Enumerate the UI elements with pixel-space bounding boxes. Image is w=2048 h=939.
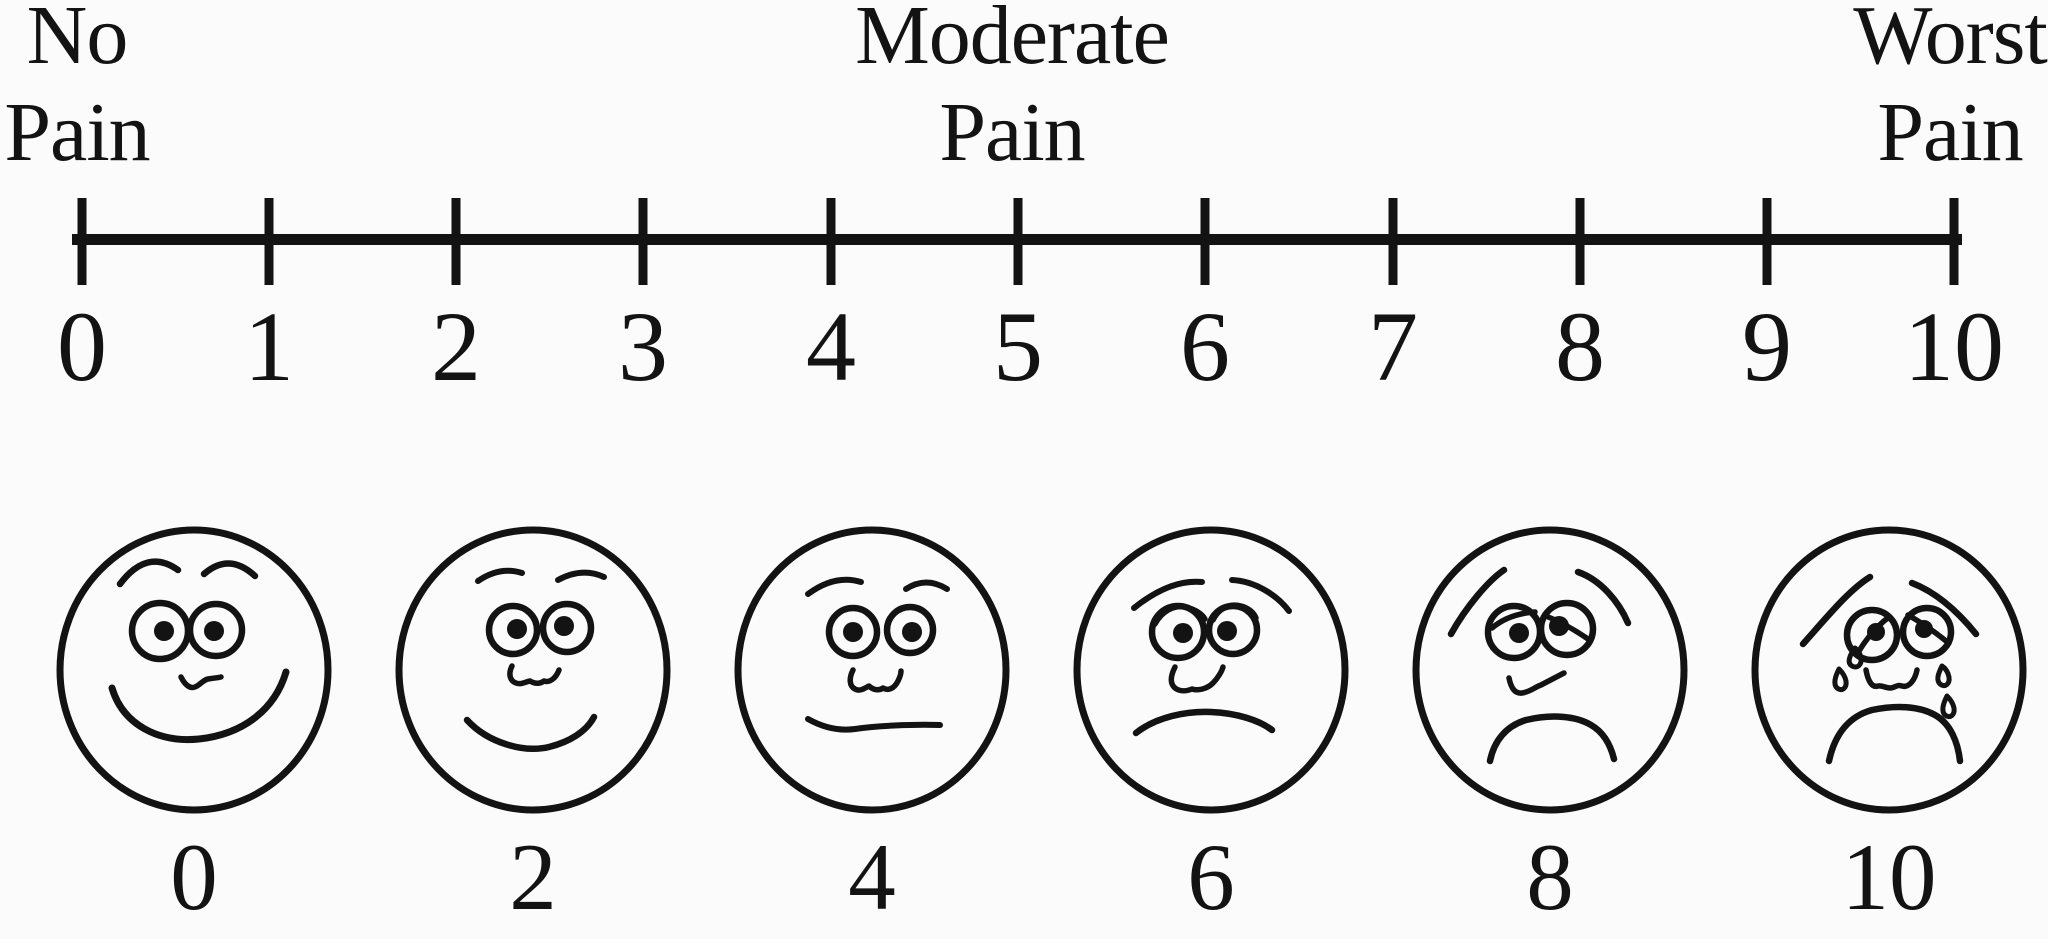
face-10-crying-icon [1751,526,2027,814]
tick-label-7: 7 [1368,291,1418,402]
face-4 [722,520,1022,820]
face-8 [1400,520,1700,820]
tick-label-3: 3 [618,291,668,402]
tick-9 [1762,198,1772,285]
face-0 [44,520,344,820]
face-6-worried-frown-icon [1073,526,1349,814]
face-8-deep-frown-icon [1412,526,1688,814]
tick-4 [826,198,836,285]
anchor-no-pain: No Pain [4,0,150,181]
face-label-10: 10 [1841,824,1937,930]
anchor-worst-pain: Worst Pain [1853,0,2048,181]
face-2 [383,520,683,820]
tick-label-5: 5 [993,291,1043,402]
face-label-0: 0 [170,824,218,930]
tick-7 [1388,198,1398,285]
face-10 [1739,520,2039,820]
tick-5 [1013,198,1023,285]
face-label-2: 2 [509,824,557,930]
tick-label-8: 8 [1555,291,1605,402]
anchor-worst-pain-line1: Worst [1853,0,2048,82]
tick-8 [1575,198,1585,285]
tick-1 [264,198,274,285]
anchor-no-pain-line2: Pain [4,86,150,179]
face-label-6: 6 [1187,824,1235,930]
anchor-no-pain-line1: No [26,0,129,82]
tick-6 [1200,198,1210,285]
tick-label-2: 2 [431,291,481,402]
tick-label-4: 4 [806,291,856,402]
face-0-happy-icon [56,526,332,814]
face-label-8: 8 [1526,824,1574,930]
face-label-4: 4 [848,824,896,930]
tick-label-6: 6 [1180,291,1230,402]
anchor-moderate-pain-line1: Moderate [855,0,1170,82]
tick-label-9: 9 [1742,291,1792,402]
tick-10 [1949,198,1959,285]
tick-2 [451,198,461,285]
anchor-worst-pain-line2: Pain [1877,86,2023,179]
anchor-moderate-pain-line2: Pain [939,86,1085,179]
tick-label-10: 10 [1904,291,2004,402]
face-2-slight-smile-icon [395,526,671,814]
tick-0 [77,198,87,285]
face-6 [1061,520,1361,820]
face-4-neutral-icon [734,526,1010,814]
anchor-moderate-pain: Moderate Pain [855,0,1170,181]
tick-label-0: 0 [57,291,107,402]
tick-label-1: 1 [244,291,294,402]
tick-3 [638,198,648,285]
